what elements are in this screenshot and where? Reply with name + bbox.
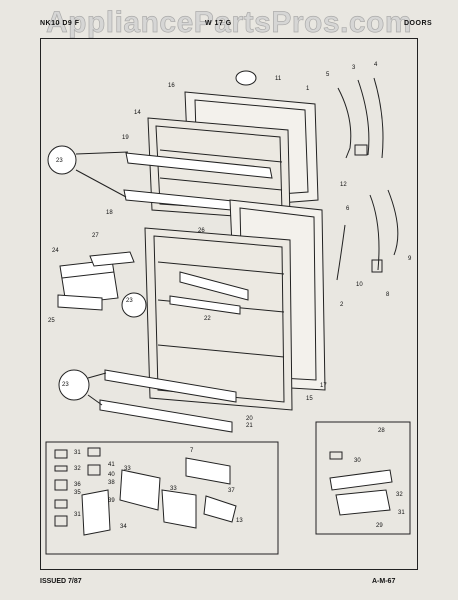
butter-compartment bbox=[57, 251, 135, 311]
callout: 4 bbox=[374, 62, 378, 68]
header-section: DOORS bbox=[404, 20, 433, 27]
callout: 11 bbox=[275, 76, 282, 82]
header-series: W 17 G bbox=[205, 20, 232, 27]
callout: 36 bbox=[74, 482, 81, 488]
callout: 19 bbox=[122, 135, 129, 141]
door-handles bbox=[336, 77, 399, 281]
callout: 32 bbox=[74, 466, 81, 472]
callout: 24 bbox=[52, 248, 59, 254]
callout: 23 bbox=[126, 298, 133, 304]
callout: 21 bbox=[246, 423, 253, 429]
callout: 17 bbox=[320, 383, 327, 389]
callout: 32 bbox=[396, 492, 403, 498]
callout: 27 bbox=[92, 233, 99, 239]
callout: 31 bbox=[74, 450, 81, 456]
callout: 31 bbox=[74, 512, 81, 518]
header-model: NK10 D9 F bbox=[40, 20, 80, 27]
callout: 35 bbox=[74, 490, 81, 496]
diagram-frame bbox=[40, 38, 418, 570]
callout: 39 bbox=[108, 498, 115, 504]
callout: 16 bbox=[168, 83, 175, 89]
diagram-code: A-M-67 bbox=[372, 578, 396, 585]
callout: 23 bbox=[62, 382, 69, 388]
callout: 6 bbox=[346, 206, 350, 212]
freezer-door bbox=[123, 91, 319, 221]
callout: 5 bbox=[326, 72, 330, 78]
callout: 14 bbox=[134, 110, 141, 116]
callout: 3 bbox=[352, 65, 356, 71]
detail-circle-1 bbox=[47, 145, 77, 175]
callout: 2 bbox=[340, 302, 344, 308]
detail-circle-2 bbox=[121, 292, 147, 318]
callout: 20 bbox=[246, 416, 253, 422]
callout: 12 bbox=[340, 182, 347, 188]
callout: 18 bbox=[106, 210, 113, 216]
callout: 13 bbox=[236, 518, 243, 524]
top-hinge-inset bbox=[315, 421, 411, 535]
callout: 9 bbox=[408, 256, 412, 262]
detail-circle-3 bbox=[58, 369, 90, 401]
callout: 33 bbox=[170, 486, 177, 492]
callout: 41 bbox=[108, 462, 115, 468]
callout: 25 bbox=[48, 318, 55, 324]
watermark: AppliancePartsPros.com bbox=[45, 6, 413, 40]
callout: 37 bbox=[228, 488, 235, 494]
callout: 10 bbox=[356, 282, 363, 288]
callout: 1 bbox=[306, 86, 310, 92]
callout: 30 bbox=[354, 458, 361, 464]
callout: 23 bbox=[56, 158, 63, 164]
callout: 34 bbox=[120, 524, 127, 530]
callout: 33 bbox=[124, 466, 131, 472]
callout-labels: 1 2 3 4 5 6 7 8 9 10 11 12 13 14 15 16 1… bbox=[48, 62, 412, 530]
callout: 29 bbox=[376, 523, 383, 529]
callout: 26 bbox=[198, 228, 205, 234]
callout: 7 bbox=[190, 448, 194, 454]
bottom-hinge-inset bbox=[45, 441, 279, 555]
callout: 22 bbox=[204, 316, 211, 322]
fresh-food-door bbox=[99, 199, 326, 433]
issued-date: ISSUED 7/87 bbox=[40, 578, 82, 585]
callout: 8 bbox=[386, 292, 390, 298]
callout: 38 bbox=[108, 480, 115, 486]
callout: 15 bbox=[306, 396, 313, 402]
callout: 31 bbox=[398, 510, 405, 516]
callout: 40 bbox=[108, 472, 115, 478]
callout: 28 bbox=[378, 428, 385, 434]
